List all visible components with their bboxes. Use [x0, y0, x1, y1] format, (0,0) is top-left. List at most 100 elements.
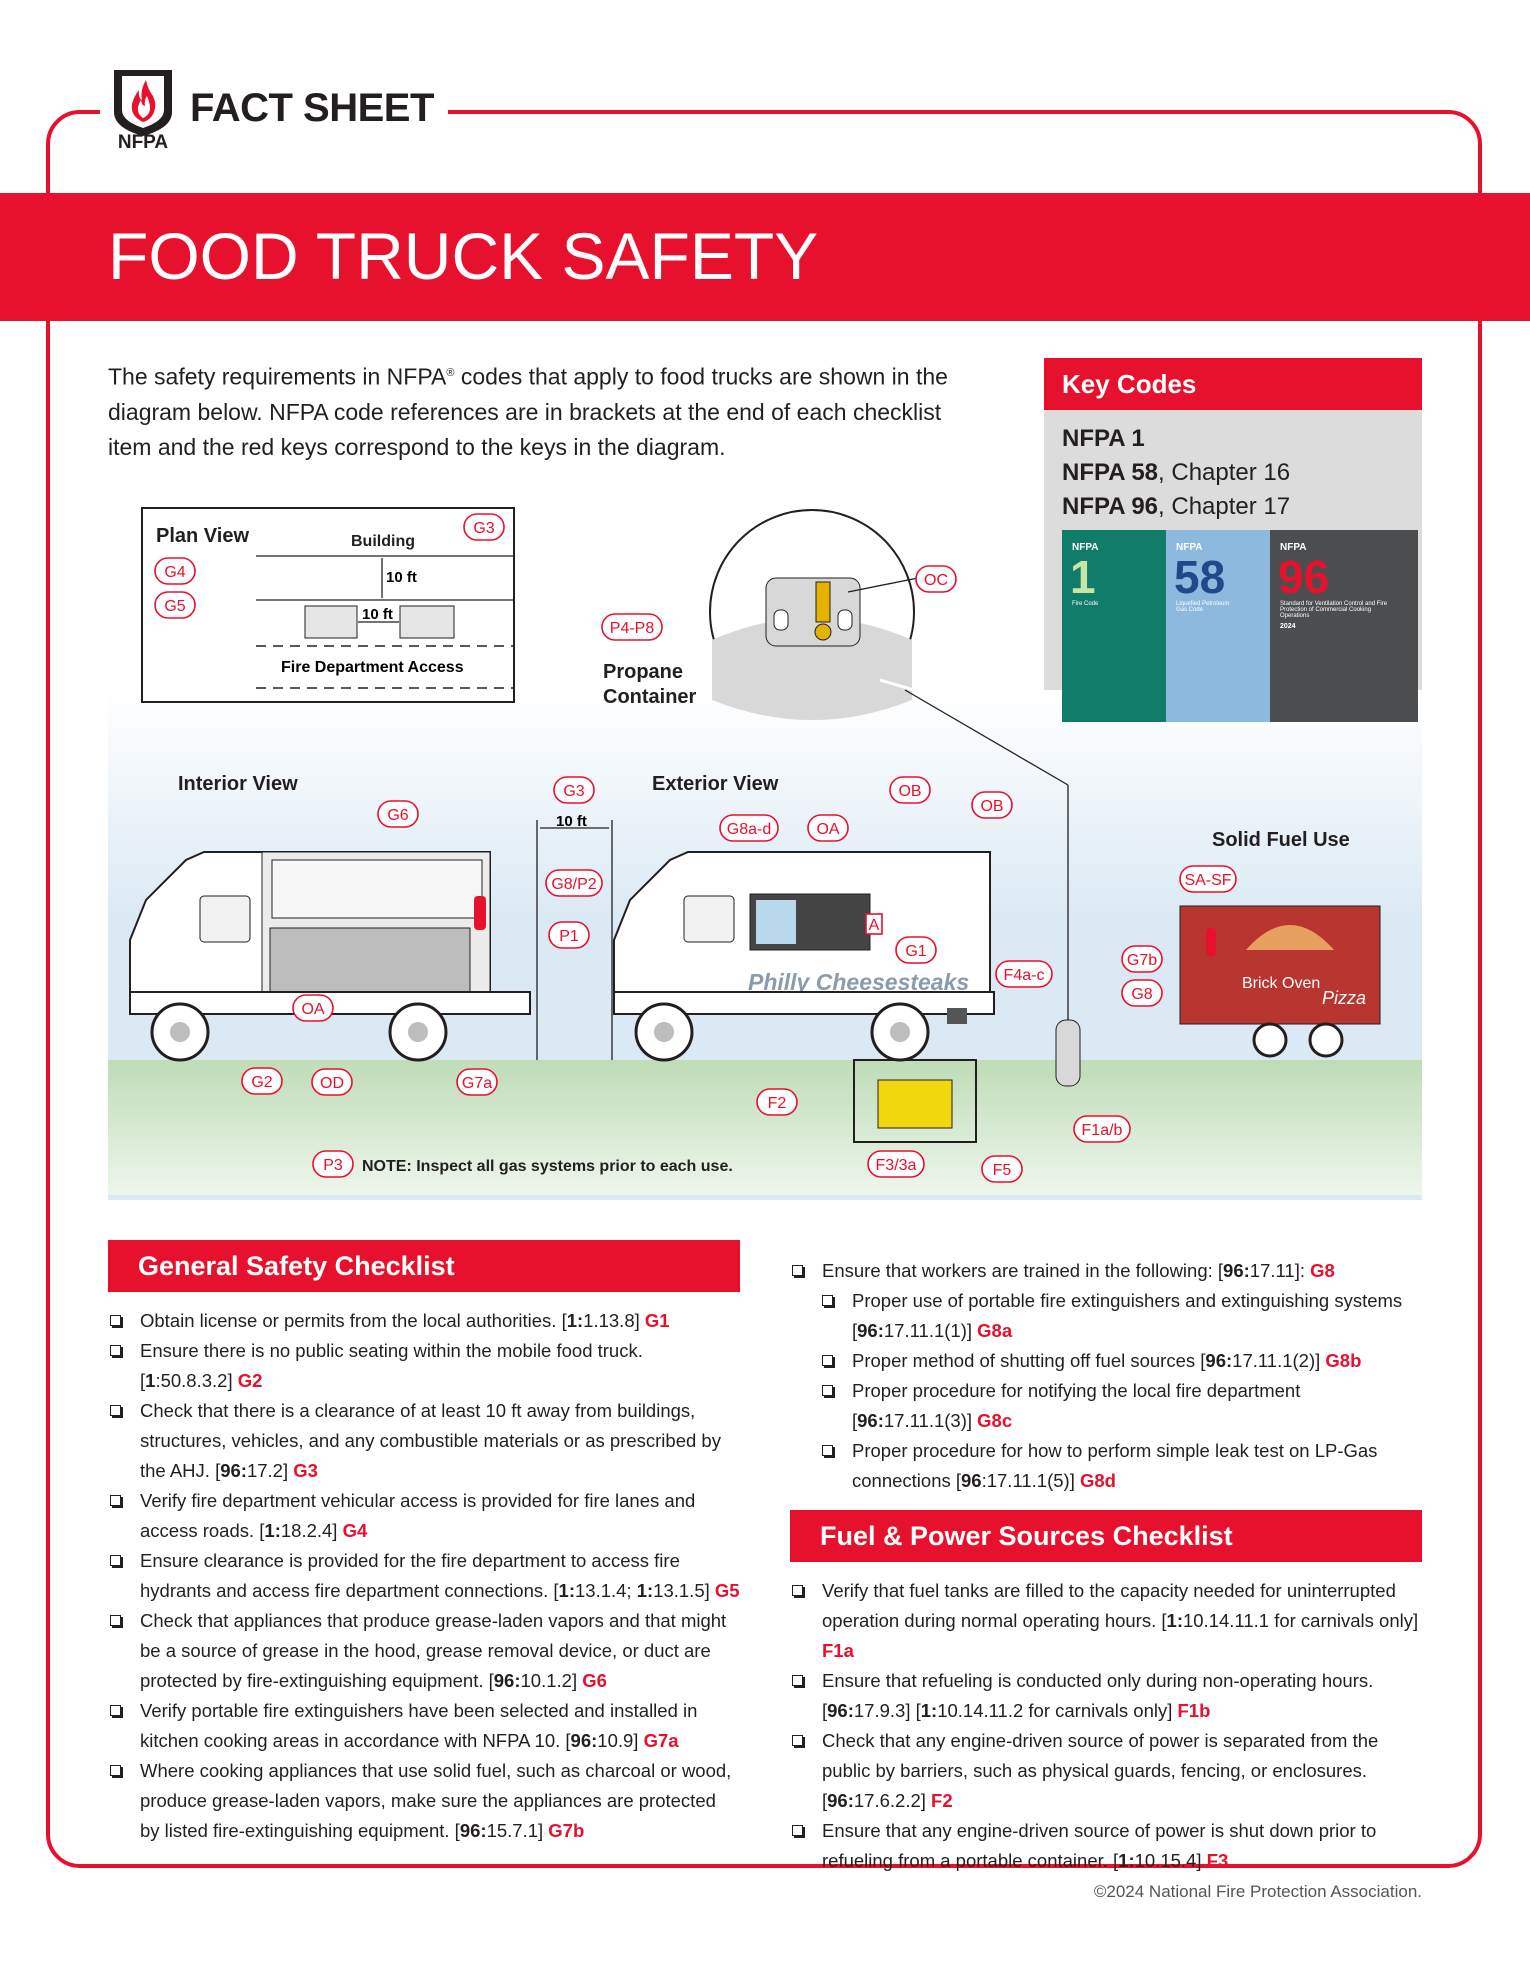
- svg-text:A: A: [869, 917, 880, 934]
- page-title: FOOD TRUCK SAFETY: [108, 219, 819, 293]
- generator: F2 F3/3a F5 F1a/b: [756, 1019, 1131, 1183]
- svg-text:Exterior View: Exterior View: [652, 773, 779, 795]
- svg-text:G7a: G7a: [462, 1075, 492, 1092]
- solid-fuel-oven: Solid Fuel Use Brick Oven Pizza SA-SF G7…: [1121, 829, 1381, 1058]
- svg-text:G1: G1: [905, 943, 926, 960]
- fuel-checklist: Verify that fuel tanks are filled to the…: [790, 1576, 1422, 1876]
- svg-text:P3: P3: [323, 1157, 343, 1174]
- svg-text:Propane: Propane: [603, 661, 683, 683]
- svg-text:G6: G6: [387, 807, 408, 824]
- checklist-item: Obtain license or permits from the local…: [108, 1306, 740, 1336]
- tag-g8-p2: G8/P2: [545, 869, 603, 897]
- svg-text:G8a-d: G8a-d: [727, 821, 771, 838]
- svg-text:G7b: G7b: [1127, 952, 1157, 969]
- tag-g7a: G7a: [456, 1068, 498, 1096]
- tag-g5: G5: [154, 591, 196, 619]
- svg-text:G5: G5: [164, 598, 185, 615]
- svg-text:OC: OC: [924, 572, 948, 589]
- checklist-item: Proper procedure for how to perform simp…: [820, 1436, 1422, 1496]
- svg-text:G2: G2: [251, 1074, 272, 1091]
- tag-g7b: G7b: [1121, 945, 1163, 973]
- svg-text:P4-P8: P4-P8: [610, 620, 655, 637]
- fire-access-label: Fire Department Access: [281, 659, 464, 676]
- fuel-checklist-title: Fuel & Power Sources Checklist: [790, 1510, 1422, 1562]
- tag-f4a-c: F4a-c: [995, 960, 1053, 988]
- tag-g8a-d: G8a-d: [719, 814, 779, 842]
- checklist-item: Check that there is a clearance of at le…: [108, 1396, 740, 1486]
- tag-sa-sf: SA-SF: [1179, 865, 1237, 893]
- copyright: ©2024 National Fire Protection Associati…: [1093, 1882, 1422, 1901]
- tag-f5: F5: [981, 1155, 1023, 1183]
- tag-f3-3a: F3/3a: [867, 1150, 925, 1178]
- svg-text:G8: G8: [1131, 986, 1152, 1003]
- checklist-item: Ensure that refueling is conducted only …: [790, 1666, 1422, 1726]
- plan-view-label: Plan View: [156, 525, 249, 547]
- checklist-item: Proper procedure for notifying the local…: [820, 1376, 1422, 1436]
- svg-text:G3: G3: [563, 783, 584, 800]
- checklist-item: Check that appliances that produce greas…: [108, 1606, 740, 1696]
- svg-text:Interior View: Interior View: [178, 773, 298, 795]
- tag-g6: G6: [377, 800, 419, 828]
- fact-sheet-label: FACT SHEET: [190, 85, 434, 130]
- checklist-item: Ensure that any engine-driven source of …: [790, 1816, 1422, 1876]
- logo-text: NFPA: [118, 132, 169, 150]
- tag-g3-interior: G3: [553, 776, 595, 804]
- oven-sign: Brick Oven: [1242, 975, 1320, 992]
- checklist-item: Ensure there is no public seating within…: [108, 1336, 740, 1396]
- key-code-nfpa1: NFPA 1: [1062, 425, 1145, 452]
- diagram: .tag{fill:#fff;stroke:#e8112d;stroke-wid…: [129, 507, 1381, 1183]
- tag-g1: G1: [895, 936, 937, 964]
- propane-detail: Propane Container OC P4-P8: [601, 509, 1069, 1020]
- title-banner: [0, 193, 1530, 321]
- svg-text:G4: G4: [164, 564, 185, 581]
- checklist-item: Ensure that workers are trained in the f…: [790, 1256, 1422, 1286]
- key-code-nfpa58: NFPA 58, Chapter 16: [1062, 459, 1291, 486]
- book-nfpa-96: NFPA 96 Standard for Ventilation Control…: [1270, 530, 1418, 722]
- tag-g4: G4: [154, 557, 196, 585]
- svg-text:G3: G3: [473, 520, 494, 537]
- truck-sign: Philly Cheesesteaks: [748, 969, 969, 995]
- tag-p4-p8: P4-P8: [601, 613, 663, 641]
- training-checklist: Ensure that workers are trained in the f…: [790, 1256, 1422, 1496]
- intro-paragraph: The safety requirements in NFPA® codes t…: [108, 363, 948, 460]
- tag-p1: P1: [548, 921, 590, 949]
- svg-text:10 ft: 10 ft: [386, 569, 417, 586]
- interior-truck: Interior View 10 ft G6 G3 G8/P2 P1 OA G2…: [129, 773, 613, 1096]
- nfpa-logo: NFPA: [108, 66, 178, 153]
- svg-text:F4a-c: F4a-c: [1004, 967, 1045, 984]
- svg-text:F5: F5: [993, 1162, 1012, 1179]
- general-checklist: Obtain license or permits from the local…: [108, 1306, 740, 1846]
- book-nfpa-1: NFPA 1 Fire Code: [1062, 530, 1166, 722]
- svg-text:P1: P1: [559, 928, 579, 945]
- svg-text:OB: OB: [898, 783, 921, 800]
- svg-text:OA: OA: [816, 821, 839, 838]
- header: NFPA FACT SHEET: [100, 62, 448, 154]
- tag-a: A: [865, 913, 883, 935]
- checklist-item: Verify fire department vehicular access …: [108, 1486, 740, 1546]
- checklist-item: Where cooking appliances that use solid …: [108, 1756, 740, 1846]
- checklist-item: Ensure clearance is provided for the fir…: [108, 1546, 740, 1606]
- svg-text:10 ft: 10 ft: [362, 606, 393, 623]
- book-nfpa-58: NFPA 58 Liquefied Petroleum Gas Code: [1166, 530, 1270, 722]
- key-codes-title: Key Codes: [1044, 358, 1422, 410]
- tag-ob-2: OB: [971, 791, 1013, 819]
- building-label: Building: [351, 533, 415, 550]
- svg-text:10 ft: 10 ft: [556, 813, 587, 830]
- tag-p3: P3: [312, 1150, 354, 1178]
- tag-od: OD: [311, 1068, 353, 1096]
- tag-f1a-b: F1a/b: [1073, 1115, 1131, 1143]
- inspection-note: NOTE: Inspect all gas systems prior to e…: [362, 1158, 733, 1175]
- tag-oa-exterior: OA: [807, 814, 849, 842]
- key-code-nfpa96: NFPA 96, Chapter 17: [1062, 493, 1291, 520]
- tag-g3-plan: G3: [463, 513, 505, 541]
- checklist-item: Proper use of portable fire extinguisher…: [820, 1286, 1422, 1346]
- tag-f2: F2: [756, 1088, 798, 1116]
- checklist-item: Verify portable fire extinguishers have …: [108, 1696, 740, 1756]
- page-frame: [46, 110, 1482, 1868]
- svg-text:Pizza: Pizza: [1322, 988, 1366, 1008]
- svg-text:F1a/b: F1a/b: [1082, 1122, 1123, 1139]
- svg-text:Solid Fuel Use: Solid Fuel Use: [1212, 829, 1350, 851]
- tag-ob-1: OB: [889, 776, 931, 804]
- tag-g8: G8: [1121, 979, 1163, 1007]
- plan-view: Plan View Building 10 ft 10 ft Fire Depa…: [141, 507, 515, 703]
